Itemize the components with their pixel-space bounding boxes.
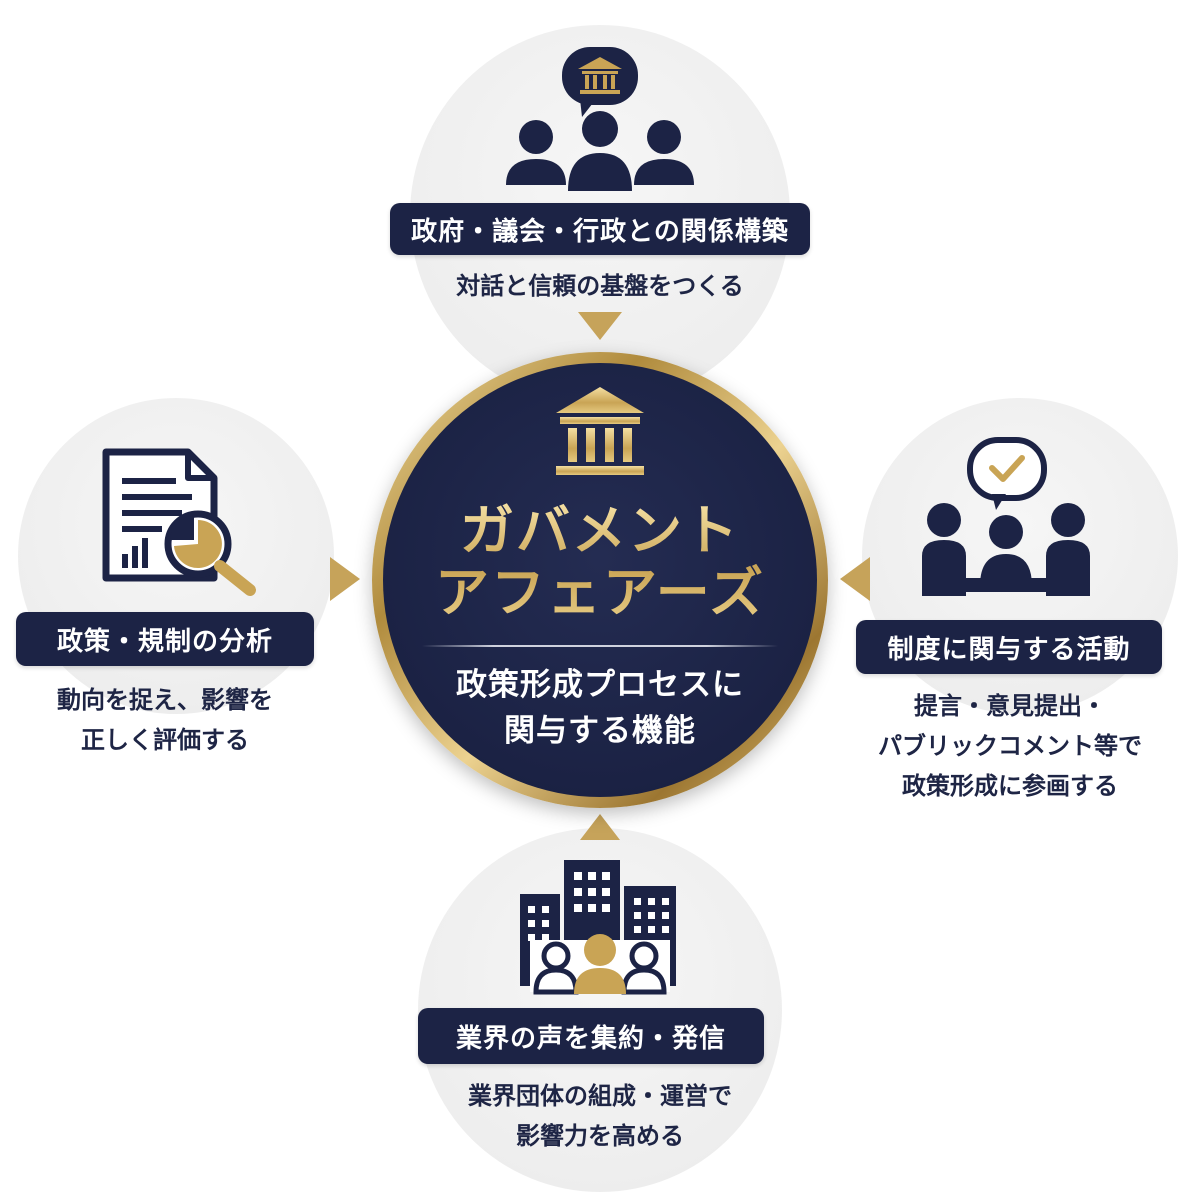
arrow-right-left bbox=[840, 557, 870, 601]
center-title: ガバメント アフェアーズ bbox=[383, 500, 817, 624]
left-node-description: 動向を捉え、影響を 正しく評価する bbox=[57, 686, 273, 754]
document-analysis-icon bbox=[102, 448, 256, 596]
arrow-top-down bbox=[578, 312, 622, 340]
bottom-node-label: 業界の声を集約・発信 bbox=[418, 1008, 764, 1064]
government-building-icon bbox=[556, 387, 644, 475]
right-node-description: 提言・意見提出・ パブリックコメント等で 政策形成に参画する bbox=[878, 692, 1142, 800]
center-subtitle: 政策形成プロセスに 関与する機能 bbox=[456, 667, 744, 749]
left-node-label: 政策・規制の分析 bbox=[16, 612, 314, 666]
arrow-left-right bbox=[330, 557, 360, 601]
arrow-bottom-up bbox=[580, 814, 620, 840]
center-divider bbox=[422, 645, 778, 647]
bottom-node-description: 業界団体の組成・運営で 影響力を高める bbox=[468, 1082, 732, 1150]
top-node-description: 対話と信頼の基盤をつくる bbox=[456, 272, 744, 300]
industry-group-icon bbox=[520, 860, 676, 995]
right-node-label: 制度に関与する活動 bbox=[856, 620, 1162, 674]
center-circle bbox=[383, 363, 817, 797]
meeting-approval-icon bbox=[922, 437, 1090, 596]
top-node-label: 政府・議会・行政との関係構築 bbox=[390, 203, 810, 255]
people-dialogue-government-icon bbox=[506, 47, 694, 191]
